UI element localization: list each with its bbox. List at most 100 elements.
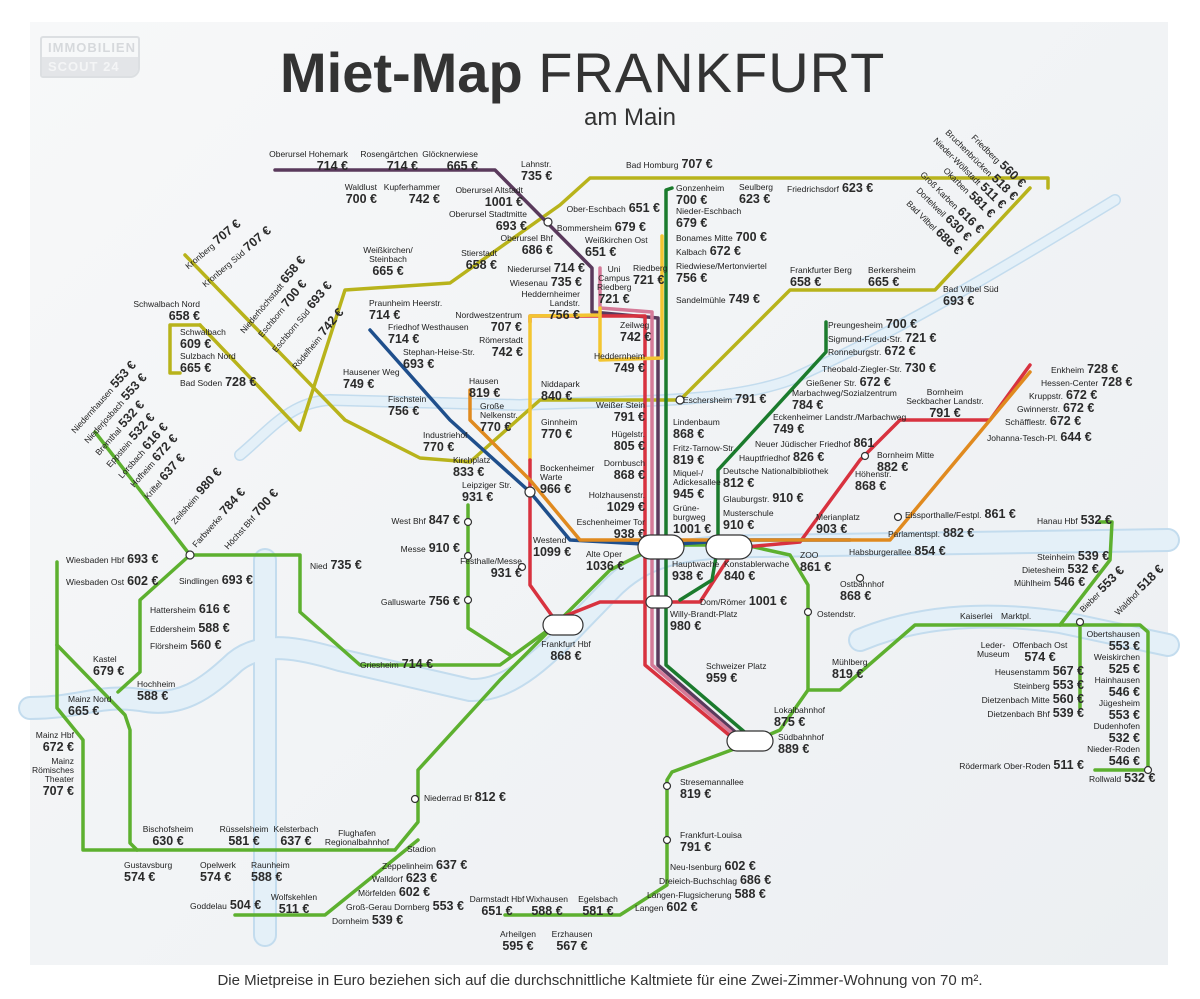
station-name: Leipziger Str. xyxy=(462,480,512,490)
station-rent-price: 1099 € xyxy=(533,544,572,559)
station-rent-price: 532 € xyxy=(1067,562,1099,576)
station-name: Sindlingen xyxy=(179,576,219,586)
station-rent-price: 791 € xyxy=(929,405,961,420)
station-name: Bommersheim xyxy=(556,223,612,233)
station-name: Preungesheim xyxy=(828,320,883,330)
station-rent-price: 861 € xyxy=(984,507,1016,521)
station-rent-price: 861 € xyxy=(800,559,832,574)
station-rent-price: 504 € xyxy=(229,898,262,912)
station-rent-price: 588 € xyxy=(251,869,283,884)
station-label: Praunheim Heerstr.714 € xyxy=(369,299,442,321)
station-rent-price: 511 € xyxy=(1053,758,1084,772)
station-label: Kaiserlei xyxy=(960,609,996,622)
line-u9 xyxy=(528,234,664,462)
station-name: Ginnheim xyxy=(541,417,578,427)
station-rent-price: 602 € xyxy=(127,574,159,588)
station-rent-price: 819 € xyxy=(832,666,864,681)
station-rent-price: 658 € xyxy=(790,274,822,289)
station-rent-price: 651 € xyxy=(585,244,617,259)
station-name: Stephan-Heise-Str. xyxy=(403,347,475,357)
station-label: Glauburgstr.910 € xyxy=(723,492,804,505)
station-rent-price: 784 € xyxy=(792,397,824,412)
station-name: Eddersheim xyxy=(150,624,196,634)
station-rent-price: 665 € xyxy=(68,703,100,718)
station-rent-price: 749 € xyxy=(613,360,645,375)
page-title: Miet-Map FRANKFURT xyxy=(280,40,885,105)
station-rent-price: 525 € xyxy=(1108,661,1140,676)
station-rent-price: 770 € xyxy=(480,419,512,434)
station-name: Habsburgerallee xyxy=(849,547,912,557)
station-label: Eissporthalle/Festpl.861 € xyxy=(905,508,1016,521)
station-name: Wixhausen xyxy=(525,894,569,904)
station-rent-price: 735 € xyxy=(330,558,362,572)
station-rent-price: 588 € xyxy=(137,688,169,703)
station-name: Berkersheim xyxy=(868,265,916,275)
station-name: Dornheim xyxy=(332,916,369,926)
station-rent-price: 623 € xyxy=(405,871,438,885)
station-rent-price: 707 € xyxy=(490,319,522,334)
station-rent-price: 882 € xyxy=(942,526,975,540)
station-rent-price: 714 € xyxy=(386,158,418,173)
station-rent-price: 665 € xyxy=(446,158,478,173)
station-name: Weißer Stein xyxy=(596,400,645,410)
station-name: Theobald-Ziegler-Str. xyxy=(822,364,902,374)
station-name: Raunheim xyxy=(251,860,290,870)
station-rent-price: 812 € xyxy=(474,790,506,804)
station-rent-price: 910 € xyxy=(428,541,460,555)
station-name: Mainz Römisches Theater xyxy=(31,756,74,784)
station-name: Hattersheim xyxy=(150,605,196,615)
station-rent-price: 574 € xyxy=(1024,649,1056,664)
line-u5 xyxy=(678,320,828,602)
station-rent-price: 875 € xyxy=(774,714,806,729)
station-name: Eschersheim xyxy=(683,395,733,405)
station-rent-price: 693 € xyxy=(127,552,159,566)
station-rent-price: 910 € xyxy=(723,517,755,532)
station-label: Fritz-Tarnow-Str.819 € xyxy=(673,444,735,466)
station-name: Kupferhammer xyxy=(383,182,440,192)
station-rent-price: 567 € xyxy=(556,938,588,953)
station-name: Marktpl. xyxy=(1001,611,1032,621)
station-name: Jügesheim xyxy=(1098,698,1140,708)
station-rent-price: 672 € xyxy=(1049,414,1082,428)
station-name: Heusenstamm xyxy=(994,667,1050,677)
station-name: Gwinnerstr. xyxy=(1017,404,1060,414)
station-name: Gonzenheim xyxy=(676,183,725,193)
station-name: Oberursel Stadtmitte xyxy=(449,209,527,219)
station-rent-price: 553 € xyxy=(1108,638,1140,653)
station-name: Walldorf xyxy=(372,874,403,884)
station-rent-price: 665 € xyxy=(372,263,404,278)
station-label: Große Nelkenstr.770 € xyxy=(480,402,522,433)
station-name: Bad Vilbel Süd xyxy=(943,284,999,294)
